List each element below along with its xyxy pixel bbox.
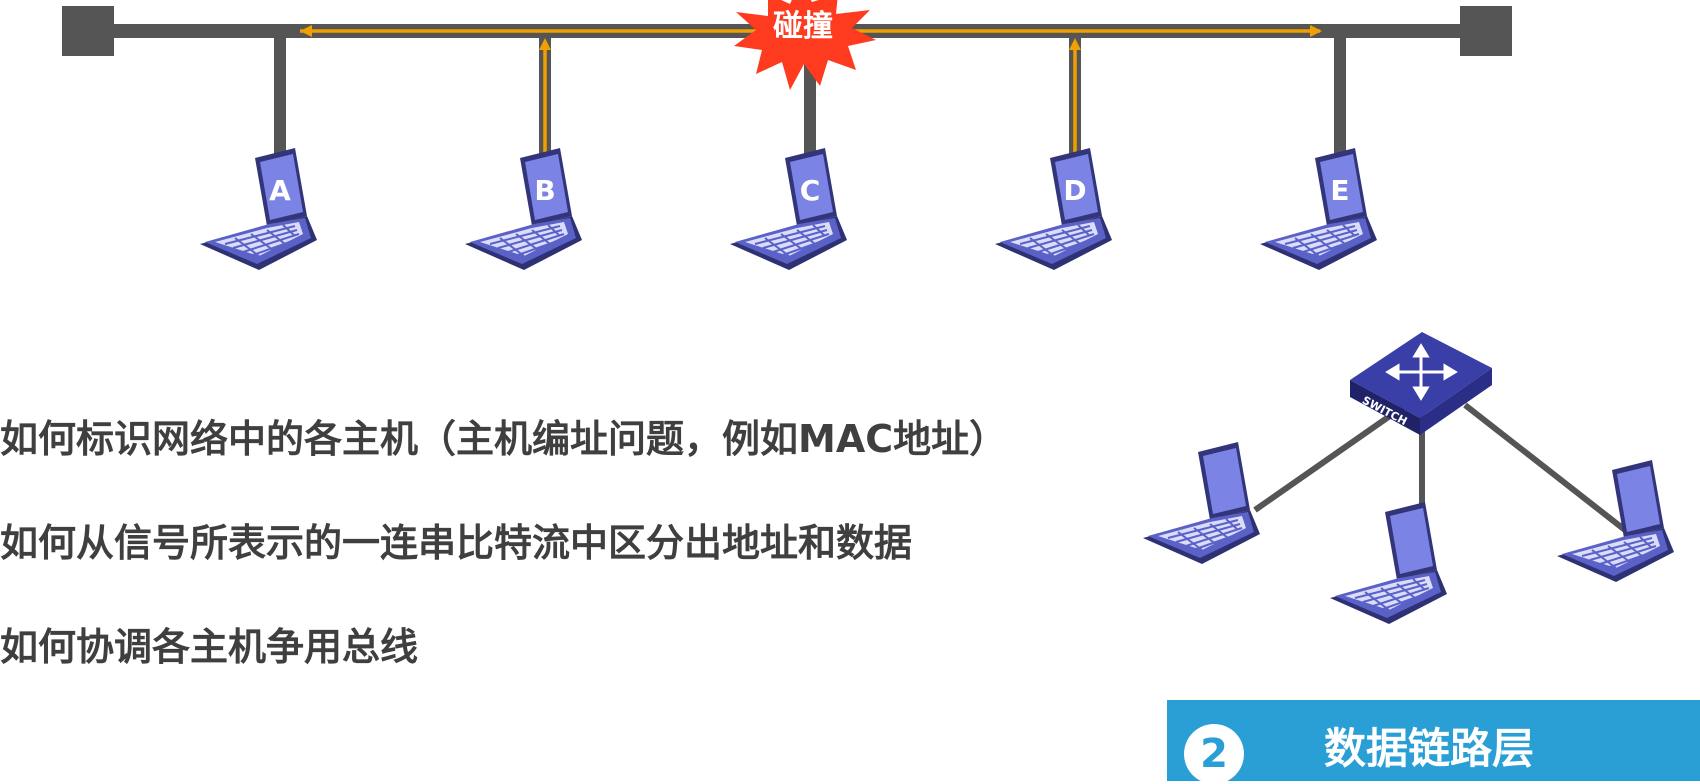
list-item: 如何从信号所表示的一连串比特流中区分出地址和数据 [0,521,913,565]
layer-banner [1167,700,1700,781]
signal-paths [300,29,1320,155]
laptop-label: E [1330,174,1349,207]
collision-burst: 碰撞 [734,0,876,90]
laptop-label: D [1063,174,1086,207]
switch-laptop-left [1142,441,1261,565]
collision-label: 碰撞 [773,9,833,44]
laptop-c: C [729,147,848,271]
layer-title: 数据链路层 [1324,724,1535,773]
layer-number-badge: 2 [1184,724,1244,784]
laptop-label: C [800,174,821,207]
signal-arrowheads [300,25,1322,50]
bus-terminator-right [1460,6,1512,56]
drop-cable-a [274,38,286,160]
switch-laptop-center [1329,501,1448,625]
bus-diagram: 碰撞 A B C D E [62,0,1512,271]
laptop-label: A [269,174,291,207]
switch-device: SWITCH [1350,332,1492,435]
laptop-d: D [994,147,1113,271]
laptop-e: E [1259,147,1378,271]
bus-terminator-left [62,6,114,56]
list-item: 如何协调各主机争用总线 [0,625,419,669]
switch-arrows-icon [1385,343,1458,401]
list-item: 如何标识网络中的各主机（主机编址问题，例如MAC地址） [0,417,1008,461]
laptop-label: B [534,174,555,207]
switch-diagram: SWITCH [1142,332,1675,625]
drop-cable-e [1334,38,1346,160]
laptop-b: B [464,147,583,271]
switch-link-right [1463,402,1627,533]
laptop-a: A [199,147,318,271]
